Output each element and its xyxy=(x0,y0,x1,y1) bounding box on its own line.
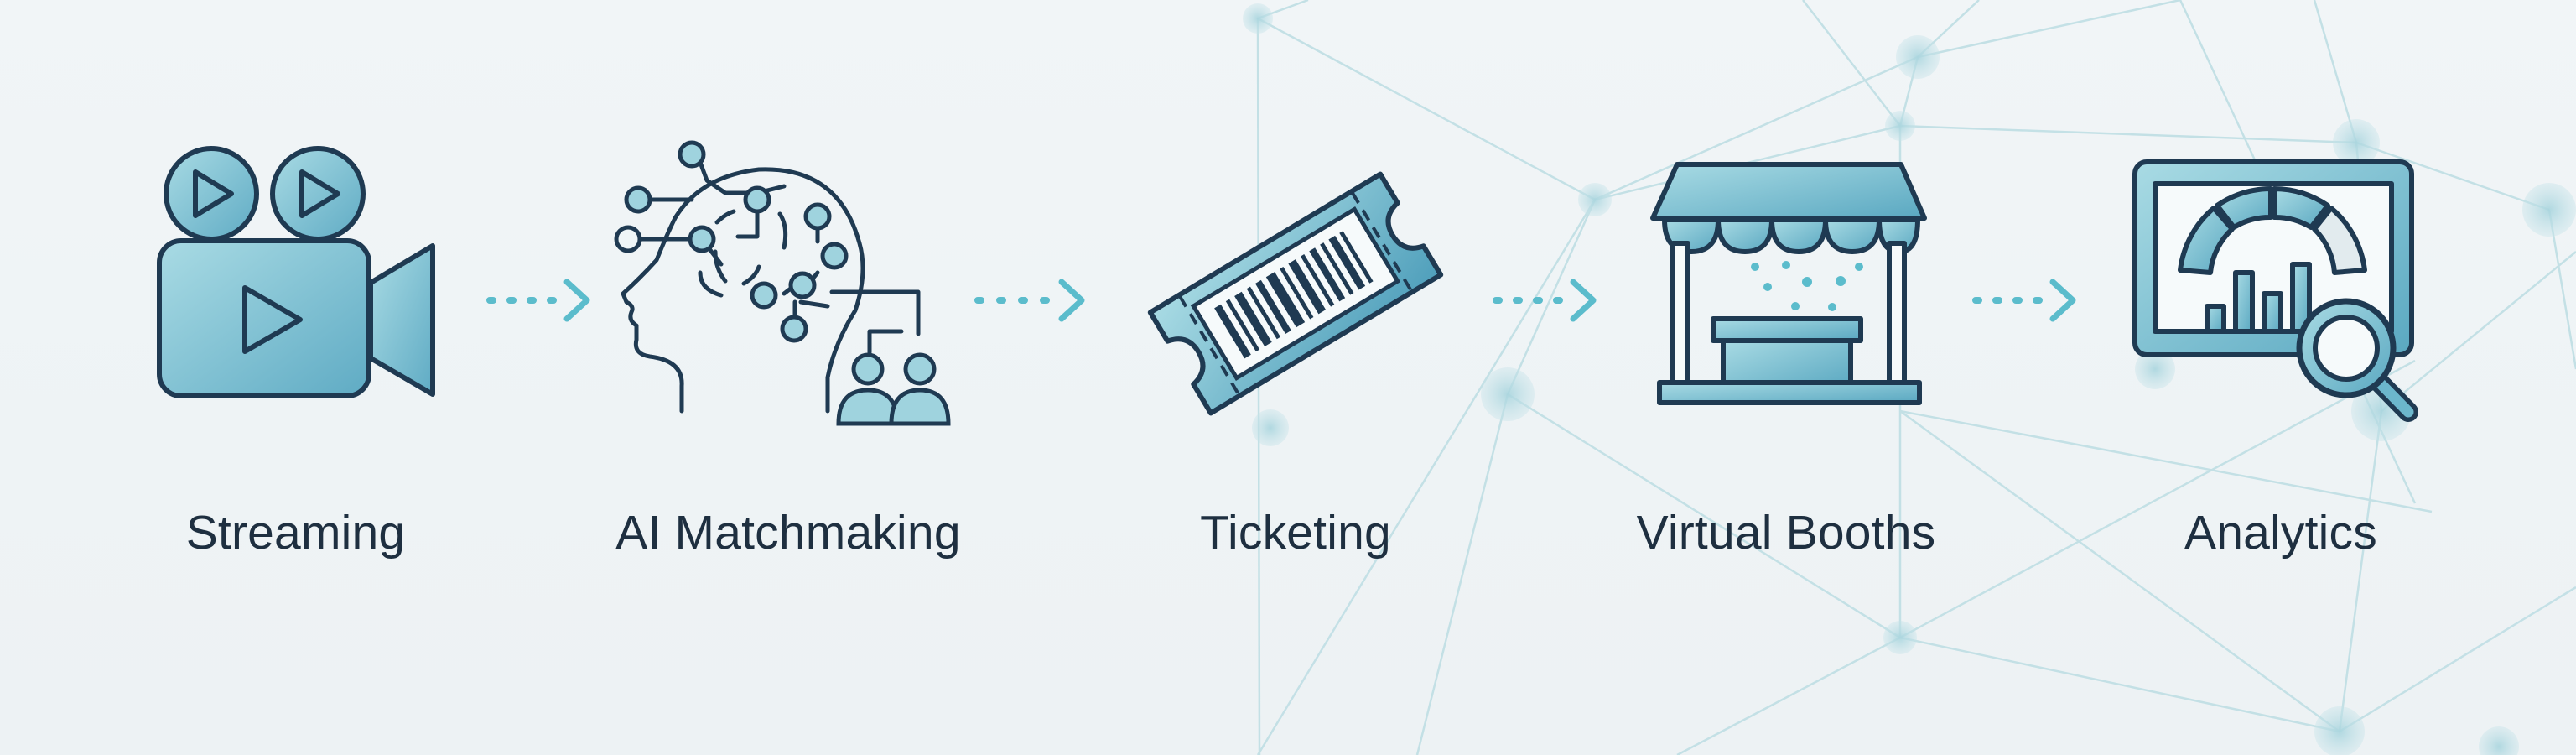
dotted-arrow-icon xyxy=(1493,279,1597,322)
dotted-arrow-icon xyxy=(974,279,1085,322)
dotted-arrow-icon xyxy=(486,279,590,322)
step-label-streaming: Streaming xyxy=(185,506,406,560)
video-camera-icon xyxy=(157,146,435,398)
step-label-virtual-booths: Virtual Booths xyxy=(1636,506,1936,560)
dotted-arrow-icon xyxy=(1972,279,2076,322)
step-label-ticketing: Ticketing xyxy=(1200,506,1391,560)
step-label-analytics: Analytics xyxy=(2184,506,2377,560)
dashboard-magnifier-icon xyxy=(2132,159,2418,422)
barcode-ticket-icon xyxy=(1147,171,1444,416)
booth-stall-icon xyxy=(1650,162,1927,405)
step-label-ai-matchmaking: AI Matchmaking xyxy=(615,506,961,560)
ai-head-network-icon xyxy=(614,140,951,426)
